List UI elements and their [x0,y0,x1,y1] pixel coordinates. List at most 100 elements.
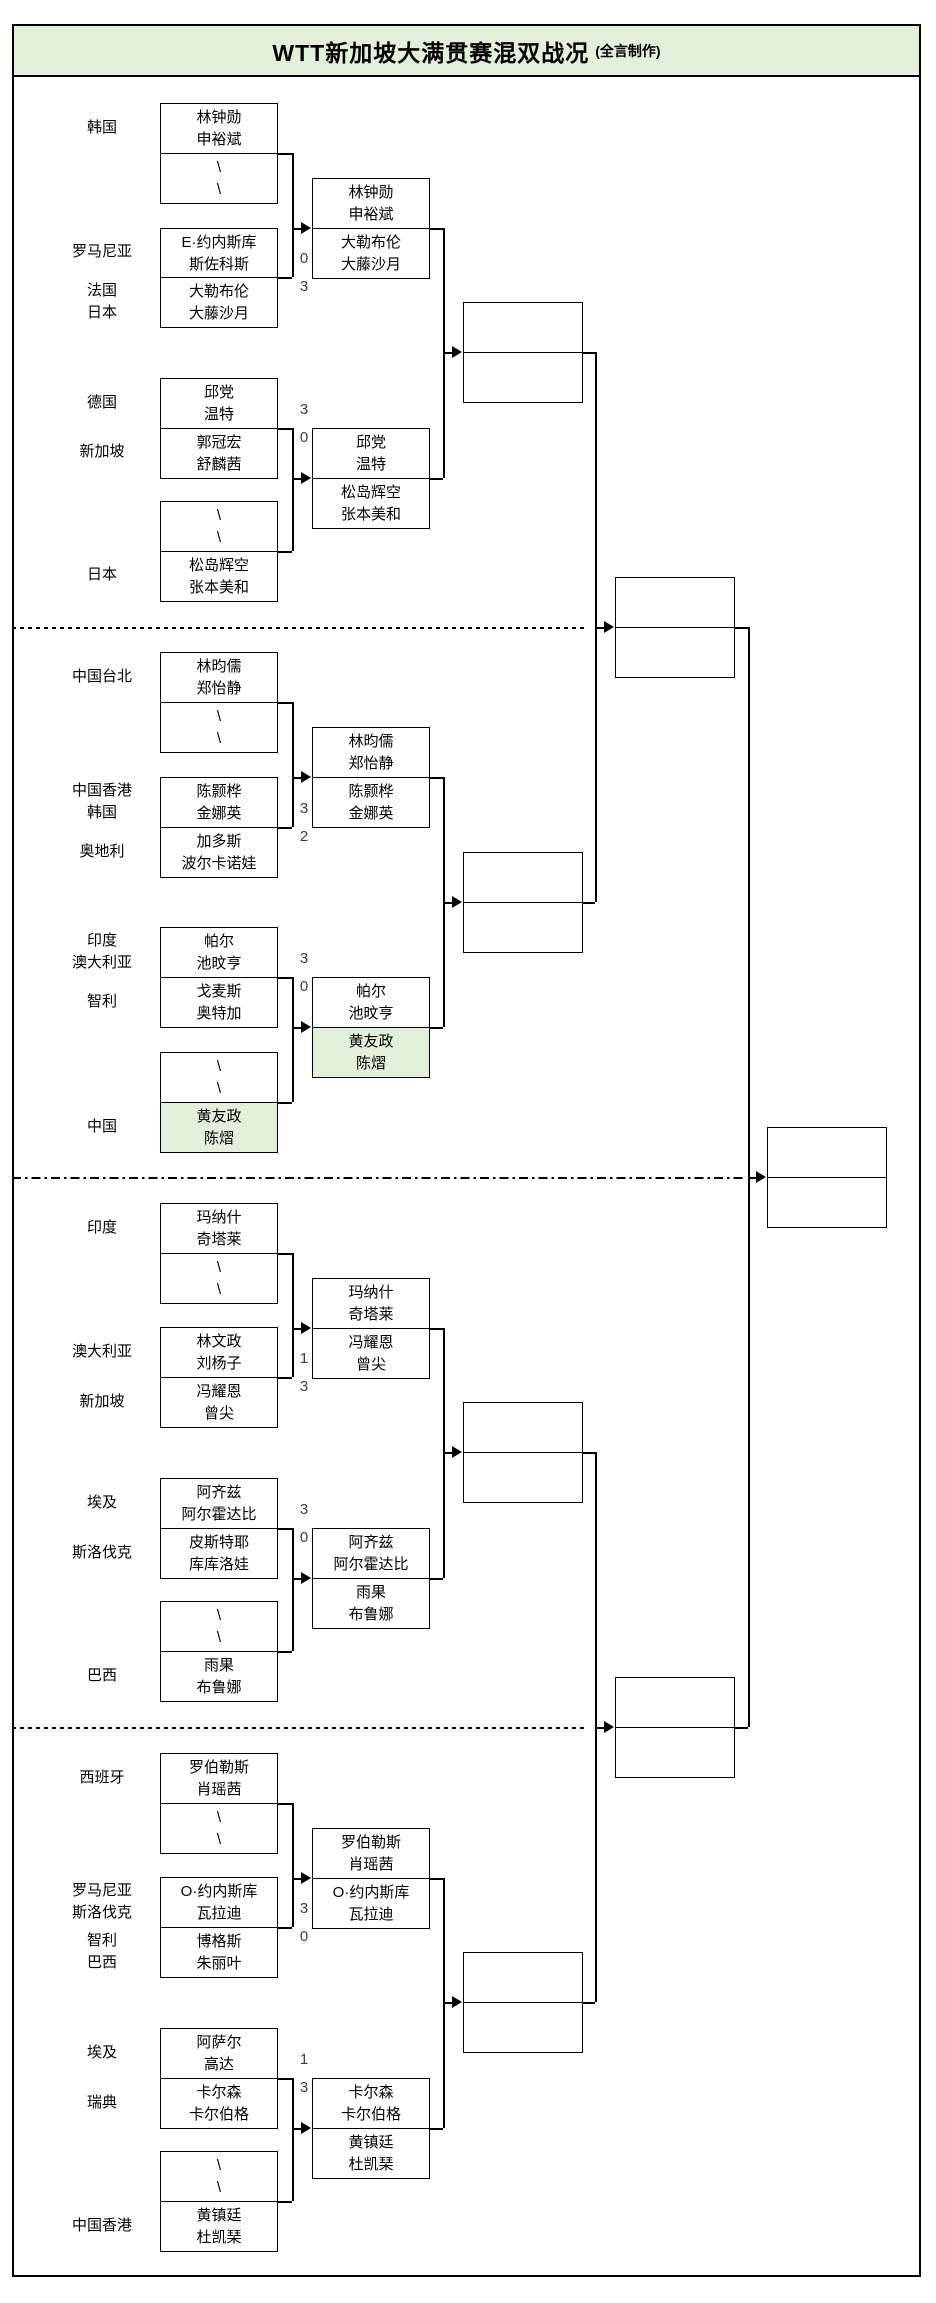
connector-line [277,827,292,829]
player-name: 黄友政 [348,1032,394,1050]
connector-line [748,1177,759,1179]
player-name: 松岛辉空 [188,556,249,574]
connector-line [429,2128,443,2130]
connector-line [429,1878,443,1880]
bye-mark: \ [216,1606,222,1624]
connector-line [292,2128,304,2130]
qf-box [463,852,583,953]
player-name: 帕尔 [203,932,234,950]
connector-line [277,428,292,430]
r1-pair-box: E·约内斯库斯佐科斯 [160,228,278,279]
player-name: 瓦拉迪 [196,1904,242,1922]
player-name: 杜凯琹 [348,2155,394,2173]
advance-arrow [301,771,311,783]
country-label: 中国台北 [71,668,132,685]
country-label: 中国 [86,1118,117,1135]
player-name: 郭冠宏 [196,433,242,451]
r2-match-box: 阿齐兹阿尔霍达比 雨果布鲁娜 [312,1528,430,1629]
r1-pair-box: 戈麦斯奥特加 [160,977,278,1028]
player-name: 皮斯特耶 [188,1533,249,1551]
player-name: 林钟勋 [348,183,394,201]
player-name: 冯耀恩 [196,1382,242,1400]
player-name: 杜凯琹 [196,2228,242,2246]
page-title-suffix: (全言制作) [595,42,661,59]
match-score: 3 [299,1501,309,1518]
r2-match-box: 林钟勋申裕斌 大勒布伦大藤沙月 [312,178,430,279]
player-name: 阿尔霍达比 [333,1555,409,1573]
player-name: 斯佐科斯 [188,255,249,273]
qf-box [463,1952,583,2053]
connector-line [292,977,294,1102]
connector-line [443,352,455,354]
country-label: 罗马尼亚 [71,243,132,260]
r1-pair-box: 罗伯勒斯肖瑶茜 [160,1753,278,1804]
player-name: 博格斯 [196,1932,242,1950]
r1-pair-box: 帕尔池旼亨 [160,927,278,978]
player-name: 卡尔伯格 [188,2105,249,2123]
country-label: 智利 [86,993,117,1010]
player-name: 奇塔莱 [196,1230,242,1248]
player-name: 布鲁娜 [196,1678,242,1696]
player-name: 温特 [203,405,234,423]
advance-arrow [452,896,462,908]
r1-pair-box-highlighted: 黄友政陈熠 [160,1102,278,1153]
player-name: 布鲁娜 [348,1605,394,1623]
connector-line [292,1878,304,1880]
connector-line [292,702,294,827]
r1-pair-box: 邱党温特 [160,378,278,429]
player-name: 大勒布伦 [340,233,401,251]
player-name: 舒麟茜 [196,455,242,473]
player-name: 陈熠 [203,1129,234,1147]
country-label: 埃及 [86,1494,117,1511]
r1-pair-box: 阿萨尔高达 [160,2028,278,2079]
player-name: 卡尔森 [196,2083,242,2101]
match-score: 2 [299,828,309,845]
player-name: 肖瑶茜 [196,1780,242,1798]
advance-arrow [452,1446,462,1458]
bye-mark: \ [216,1628,222,1646]
player-name: 高达 [203,2055,234,2073]
connector-line [277,1528,292,1530]
player-name: 林文政 [196,1332,242,1350]
player-name: 申裕斌 [196,130,242,148]
r2-match-box: 卡尔森卡尔伯格 黄镇廷杜凯琹 [312,2078,430,2179]
r1-pair-box: 阿齐兹阿尔霍达比 [160,1478,278,1529]
connector-line [292,1253,294,1377]
player-name: 罗伯勒斯 [188,1758,249,1776]
player-name: 郑怡静 [196,679,242,697]
player-name: 松岛辉空 [340,483,401,501]
player-name: 卡尔森 [348,2083,394,2101]
bye-mark: \ [216,1079,222,1097]
player-name: 阿萨尔 [196,2033,242,2051]
bye-box: \\ [160,1601,278,1652]
country-label: 新加坡 [79,1393,125,1410]
connector-line [429,1578,443,1580]
r1-pair-box: 博格斯朱丽叶 [160,1927,278,1978]
player-name: E·约内斯库 [181,233,257,251]
r1-pair-box: 冯耀恩曾尖 [160,1377,278,1428]
advance-arrow [301,1872,311,1884]
connector-line [582,352,595,354]
player-name: 大藤沙月 [188,304,249,322]
title-bar: WTT新加坡大满贯赛混双战况 (全言制作) [12,24,921,77]
player-name: 玛纳什 [348,1283,394,1301]
connector-line [292,2078,294,2201]
player-name: O·约内斯库 [332,1883,410,1901]
connector-line [582,902,595,904]
bye-mark: \ [216,729,222,747]
connector-line [292,777,304,779]
player-name: 温特 [355,455,386,473]
bye-mark: \ [216,1830,222,1848]
advance-arrow [604,1721,614,1733]
r1-pair-box: 玛纳什奇塔莱 [160,1203,278,1254]
player-name: 瓦拉迪 [348,1905,394,1923]
r1-pair-box: 林钟勋申裕斌 [160,103,278,154]
player-name: 邱党 [355,433,386,451]
connector-line [429,777,443,779]
sf-box [615,577,735,678]
advance-arrow [756,1171,766,1183]
connector-line [277,1803,292,1805]
connector-line [292,478,304,480]
player-name: 曾尖 [203,1404,234,1422]
